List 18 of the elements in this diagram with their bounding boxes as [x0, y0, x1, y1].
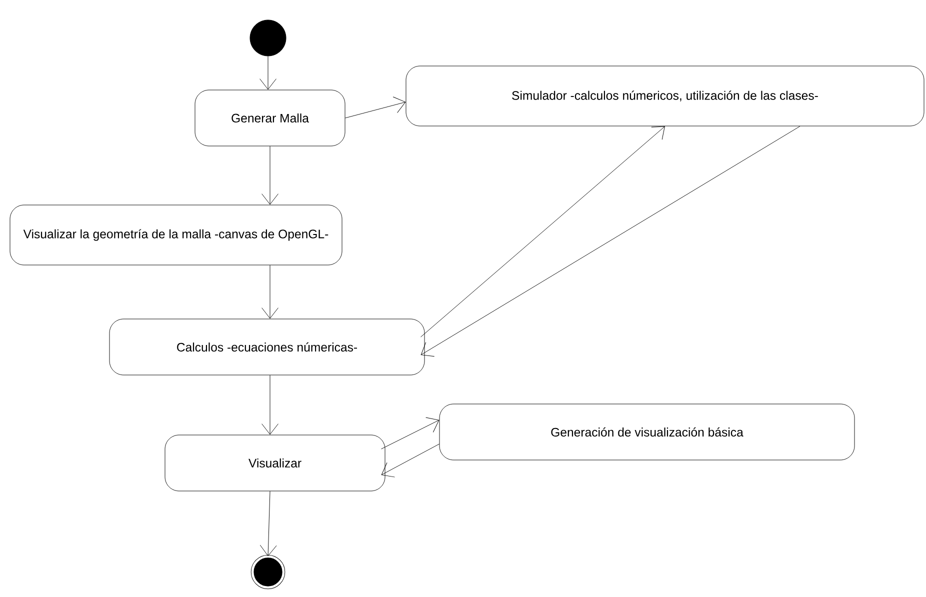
arrow	[262, 146, 278, 205]
arrow	[260, 491, 277, 556]
activity-box: Visualizar la geometría de la malla -canvas de OpenGL-	[10, 204, 342, 266]
activity-box: Generación de visualización básica	[439, 404, 855, 460]
arrow	[381, 444, 440, 478]
arrow	[420, 126, 665, 338]
arrow	[260, 56, 276, 90]
activity-box: Visualizar	[164, 434, 386, 492]
arrow	[262, 265, 278, 319]
activity-box: Calculos -ecuaciones númericas-	[109, 318, 425, 376]
arrow	[262, 375, 278, 435]
end-node	[250, 554, 286, 590]
start-node	[250, 20, 286, 56]
arrow	[420, 126, 800, 357]
arrow	[345, 96, 406, 118]
activity-box: Simulador -calculos númericos, utilización de las clases-	[406, 66, 924, 126]
arrow	[381, 417, 440, 450]
activity-box: Generar Malla	[194, 90, 346, 146]
